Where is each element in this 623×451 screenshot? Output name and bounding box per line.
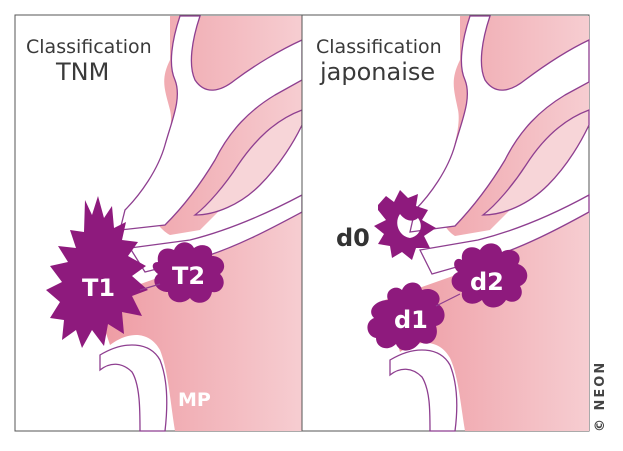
- tumor-t1-label: T1: [82, 274, 115, 302]
- left-title-line2: TNM: [55, 58, 109, 86]
- right-inner-fold: [481, 109, 590, 216]
- right-submucosa-band: [409, 15, 590, 233]
- label-sm: sm: [168, 131, 199, 153]
- tumor-d0-shape: [374, 190, 436, 260]
- label-mp: MP: [178, 389, 211, 411]
- left-title-line1: Classification: [26, 36, 152, 58]
- tumor-t2-shape: [152, 242, 225, 303]
- tumor-d1-label: d1: [394, 306, 428, 334]
- tumor-d2-label: d2: [470, 268, 504, 296]
- tumor-t2-label: T2: [172, 262, 205, 290]
- left-muscularis-tissue: [95, 16, 302, 431]
- right-panel: Classification japonaise d0 d1 d2: [301, 14, 590, 432]
- credit-text: © NEON: [593, 361, 608, 432]
- right-bottom-notch: [389, 349, 458, 432]
- left-submucosa-band: [119, 15, 303, 231]
- right-title-line2: japonaise: [319, 58, 435, 86]
- tumor-d2-shape: [451, 243, 528, 308]
- left-panel: Classification TNM sm MP T1 T2: [14, 14, 303, 432]
- left-bottom-notch: [99, 344, 168, 432]
- tumor-d1-shape: [367, 282, 445, 351]
- tumor-t1-shape: [46, 196, 148, 348]
- d1-d2-connector: [435, 293, 461, 307]
- left-inner-fold: [193, 109, 303, 216]
- t1-t2-connector: [139, 283, 161, 291]
- tumor-d0-label: d0: [336, 224, 370, 252]
- right-title-line1: Classification: [316, 36, 442, 58]
